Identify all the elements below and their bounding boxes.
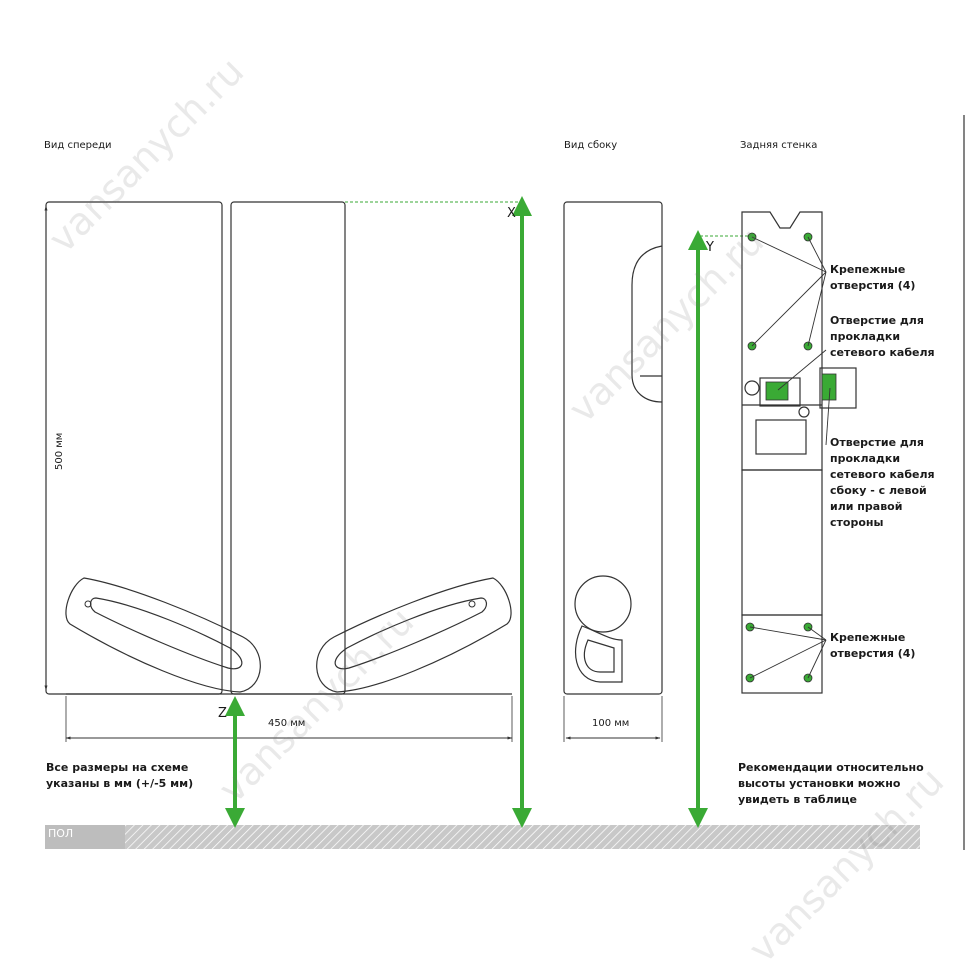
callout-cable-hole: Отверстие для прокладки сетевого кабеля	[830, 314, 935, 359]
side-body	[563, 201, 663, 695]
right-hand-nozzle	[316, 577, 512, 693]
back-bracket-lower	[741, 614, 823, 694]
width-dimension-label: 450 мм	[268, 718, 306, 729]
back-view-title: Задняя стенка	[740, 140, 818, 151]
height-dimension-label: 500 мм	[54, 432, 65, 470]
side-view-title: Вид сбоку	[564, 140, 618, 151]
left-hand-nozzle-inner	[90, 597, 243, 670]
front-left-panel	[45, 201, 223, 695]
back-side-cable-box	[819, 367, 857, 409]
front-view-drawing	[45, 201, 512, 695]
tolerance-note: Все размеры на схеме указаны в мм (+/-5 …	[46, 761, 194, 790]
axis-z-label: Z	[218, 706, 227, 721]
axis-y-label: Y	[706, 240, 714, 255]
screw-left	[84, 600, 92, 608]
side-handle	[631, 245, 663, 403]
right-hand-nozzle-inner	[334, 597, 487, 670]
depth-dimension-label: 100 мм	[592, 718, 630, 729]
leader-lines	[749, 236, 831, 679]
front-view-title: Вид спереди	[44, 140, 112, 151]
axis-x-label: X	[507, 206, 516, 221]
front-center-panel	[230, 201, 346, 695]
callout-mounting-top: Крепежные отверстия (4)	[830, 263, 916, 292]
back-terminal-block	[755, 419, 807, 455]
back-round-port-2	[798, 406, 810, 418]
callout-mounting-bottom: Крепежные отверстия (4)	[830, 631, 916, 660]
back-cable-box	[759, 377, 801, 407]
left-hand-nozzle	[65, 577, 261, 693]
floor-label-bg	[45, 825, 125, 849]
recommendation-note: Рекомендации относительно высоты установ…	[738, 761, 924, 806]
callout-cable-side: Отверстие для прокладки сетевого кабеля …	[830, 436, 935, 529]
back-round-port	[744, 380, 760, 396]
side-nozzle-cup	[575, 625, 623, 683]
back-wall-drawing	[741, 211, 857, 694]
floor-label: ПОЛ	[48, 827, 74, 840]
floor-band	[45, 825, 920, 849]
side-nozzle-cup-inner	[583, 639, 615, 673]
back-plate-lower	[741, 469, 823, 616]
screw-right	[468, 600, 476, 608]
side-nozzle-knob	[574, 575, 632, 633]
side-view-drawing	[563, 201, 663, 695]
